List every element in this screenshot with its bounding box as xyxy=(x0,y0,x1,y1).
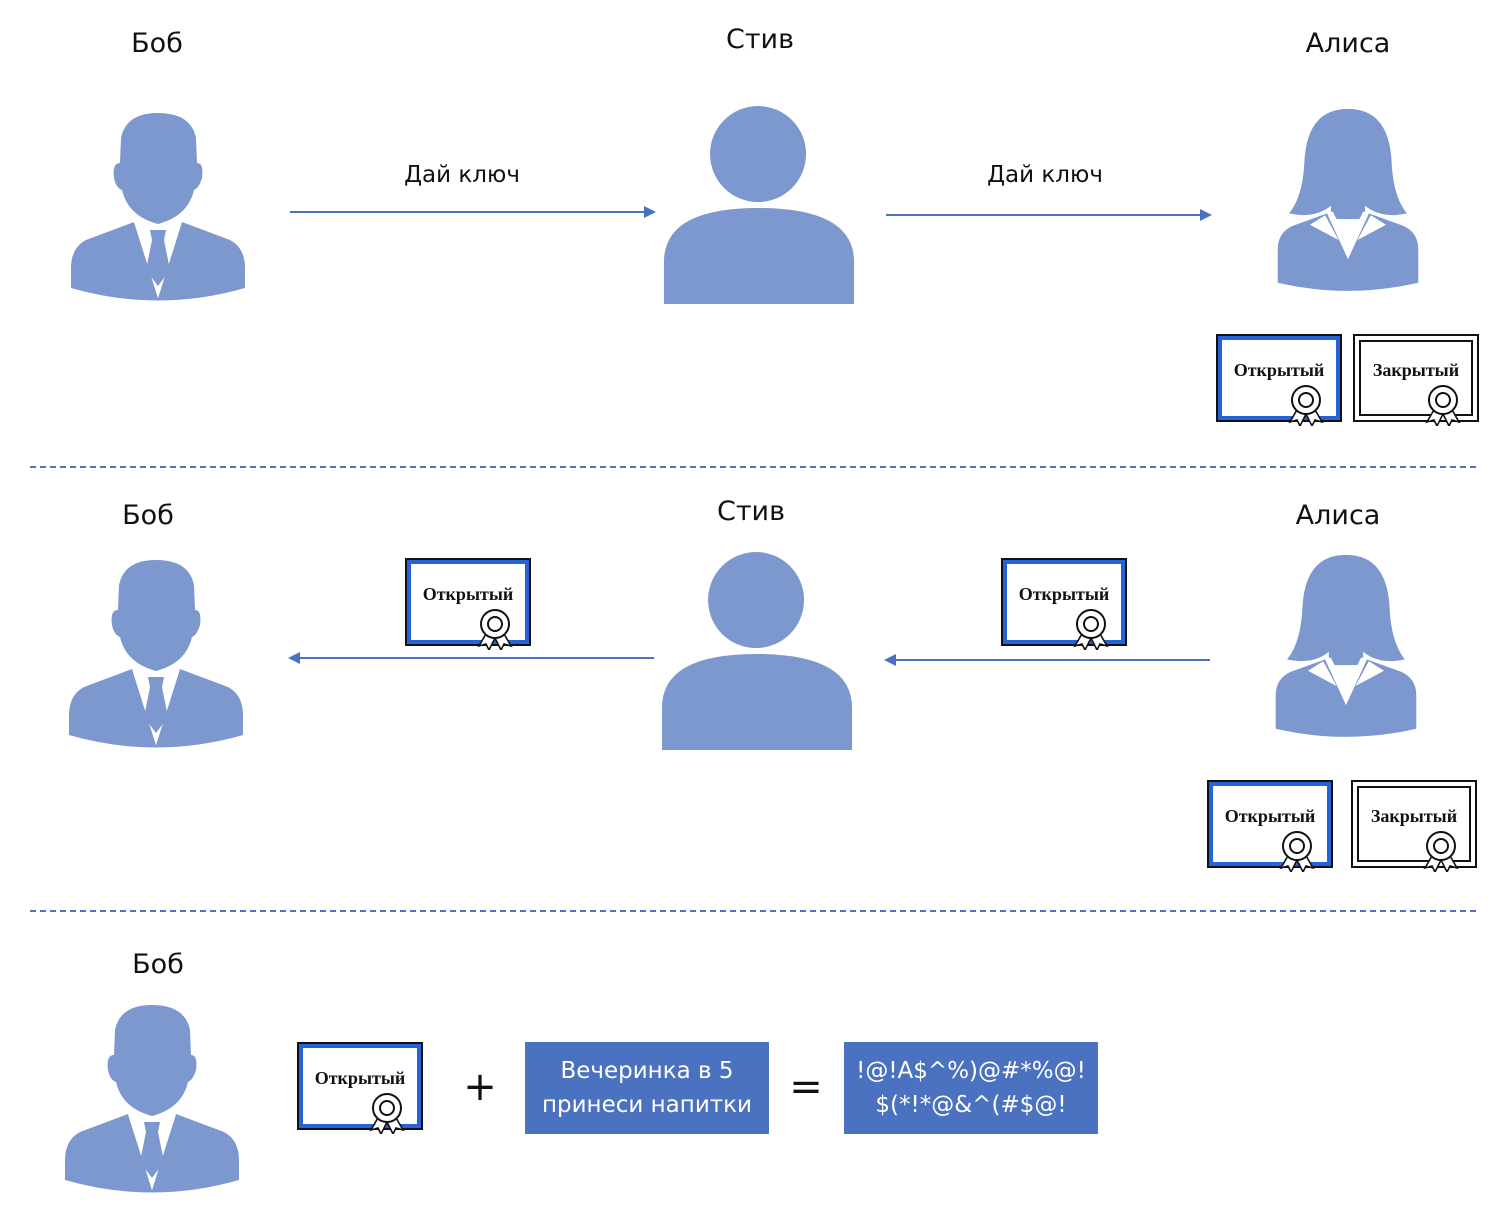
plaintext-line-2: принеси напитки xyxy=(541,1092,753,1118)
certificate-label: Открытый xyxy=(1224,806,1316,826)
certificate-label: Открытый xyxy=(314,1068,406,1088)
message-give-key-2: Дай ключ xyxy=(987,162,1103,188)
person-icon xyxy=(660,550,856,753)
certificate-label: Открытый xyxy=(422,584,514,604)
seal-icon xyxy=(1421,382,1465,426)
plaintext-line-1: Вечеринка в 5 xyxy=(560,1058,734,1084)
message-give-key-1: Дай ключ xyxy=(404,162,520,188)
plaintext-message-box: Вечеринка в 5 принеси напитки xyxy=(525,1042,769,1134)
certificate-label: Открытый xyxy=(1018,584,1110,604)
seal-icon xyxy=(1069,606,1113,650)
seal-icon xyxy=(1275,828,1319,872)
private-key-certificate: Закрытый xyxy=(1353,334,1479,422)
steve-name: Стив xyxy=(716,496,786,527)
bob-name: Боб xyxy=(132,949,184,980)
public-key-certificate: Открытый xyxy=(1207,780,1333,868)
ciphertext-line-2: $(*!*@&^(#$@! xyxy=(875,1092,1067,1118)
public-key-certificate: Открытый xyxy=(1001,558,1127,646)
section-divider xyxy=(30,466,1476,468)
woman-icon xyxy=(1270,550,1422,746)
bob-name: Боб xyxy=(122,500,174,531)
alice-name: Алиса xyxy=(1295,500,1381,531)
man-icon xyxy=(60,1000,240,1200)
certificate-label: Закрытый xyxy=(1372,360,1460,380)
seal-icon xyxy=(1284,382,1328,426)
man-icon xyxy=(66,108,246,308)
arrow-left-icon xyxy=(288,652,654,664)
man-icon xyxy=(64,555,244,755)
plus-operator: + xyxy=(463,1064,497,1110)
ciphertext-line-1: !@!A$^%)@#*%@! xyxy=(856,1058,1086,1084)
public-key-certificate: Открытый xyxy=(405,558,531,646)
certificate-label: Закрытый xyxy=(1370,806,1458,826)
certificate-label: Открытый xyxy=(1233,360,1325,380)
person-icon xyxy=(662,104,858,307)
section-divider xyxy=(30,910,1476,912)
seal-icon xyxy=(1419,828,1463,872)
public-key-certificate: Открытый xyxy=(297,1042,423,1130)
alice-name: Алиса xyxy=(1305,28,1391,59)
woman-icon xyxy=(1272,104,1424,300)
arrow-right-icon xyxy=(886,209,1212,221)
steve-name: Стив xyxy=(725,24,795,55)
arrow-right-icon xyxy=(290,206,656,218)
public-key-certificate: Открытый xyxy=(1216,334,1342,422)
seal-icon xyxy=(473,606,517,650)
equals-operator: = xyxy=(789,1064,823,1110)
seal-icon xyxy=(365,1090,409,1134)
arrow-left-icon xyxy=(884,654,1210,666)
private-key-certificate: Закрытый xyxy=(1351,780,1477,868)
bob-name: Боб xyxy=(131,28,183,59)
ciphertext-box: !@!A$^%)@#*%@! $(*!*@&^(#$@! xyxy=(844,1042,1098,1134)
